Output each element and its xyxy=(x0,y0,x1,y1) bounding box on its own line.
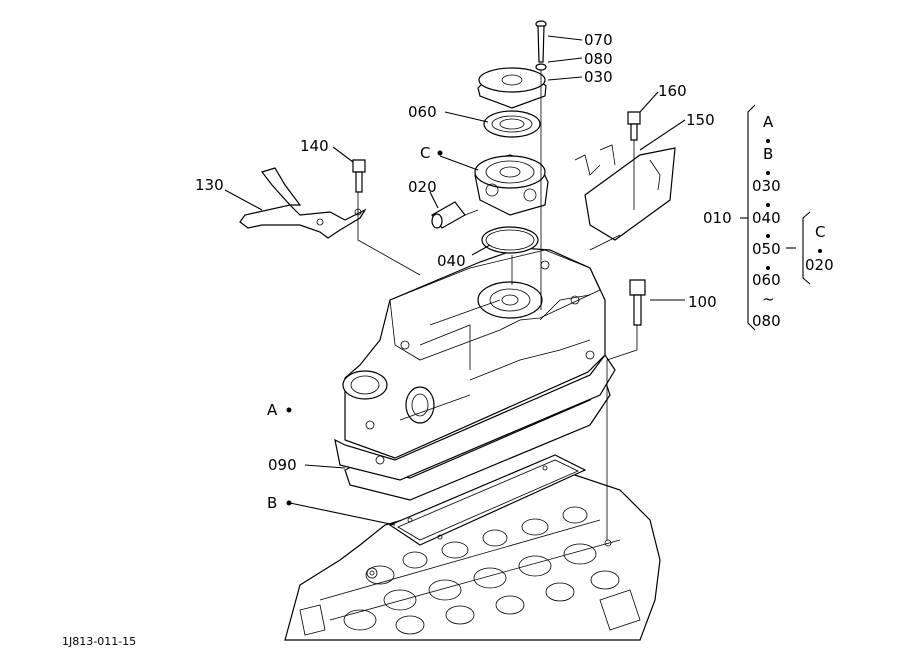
ref-dot-c xyxy=(437,150,443,156)
key-item-080: 080 xyxy=(752,312,781,330)
ref-dot-b xyxy=(286,500,292,506)
callout-130: 130 xyxy=(195,176,224,194)
callout-160: 160 xyxy=(658,82,687,100)
screw-drawing xyxy=(535,20,547,71)
callout-020: 020 xyxy=(408,178,437,196)
callout-080: 080 xyxy=(584,50,613,68)
side-cover-drawing xyxy=(574,144,676,241)
breather-cap-drawing xyxy=(477,67,547,109)
ref-dot-a xyxy=(286,407,292,413)
key-group-label: 010 xyxy=(703,209,732,227)
callout-140: 140 xyxy=(300,137,329,155)
bracket-drawing xyxy=(239,167,367,239)
valve-cover-drawing xyxy=(334,247,616,481)
key-sub-label: C xyxy=(815,223,825,241)
key-bracket-sub xyxy=(802,211,811,285)
callout-090: 090 xyxy=(268,456,297,474)
callout-030: 030 xyxy=(584,68,613,86)
callout-150: 150 xyxy=(686,111,715,129)
key-item-030: 030 xyxy=(752,177,781,195)
key-item-050: 050 xyxy=(752,240,781,258)
callout-040: 040 xyxy=(437,252,466,270)
center-lines xyxy=(357,70,638,547)
key-item-a: A xyxy=(763,113,774,131)
key-sub-item-020: 020 xyxy=(805,256,834,274)
diaphragm-drawing xyxy=(483,110,541,138)
key-item-040: 040 xyxy=(752,209,781,227)
callout-a: A xyxy=(267,401,278,419)
bolt-140-drawing xyxy=(352,159,366,193)
figure-code: 1J813-011-15 xyxy=(62,635,136,648)
key-item-060: 060 xyxy=(752,271,781,289)
key-item-b: B xyxy=(763,145,773,163)
o-ring-drawing xyxy=(481,226,539,254)
breather-body-drawing xyxy=(474,154,549,216)
leader-lines xyxy=(224,35,686,526)
callout-b: B xyxy=(267,494,277,512)
key-range-sign: ~ xyxy=(762,290,775,308)
bolt-160-drawing xyxy=(627,111,641,141)
cylinder-head-drawing xyxy=(284,469,661,641)
assembly-key: 010 A B 030 040 050 060 ~ 080 C 020 xyxy=(703,104,834,331)
bolt-100-drawing xyxy=(629,279,646,326)
callout-100: 100 xyxy=(688,293,717,311)
callout-070: 070 xyxy=(584,31,613,49)
callout-c: C xyxy=(420,144,430,162)
callout-060: 060 xyxy=(408,103,437,121)
head-gasket-drawing xyxy=(388,454,587,546)
